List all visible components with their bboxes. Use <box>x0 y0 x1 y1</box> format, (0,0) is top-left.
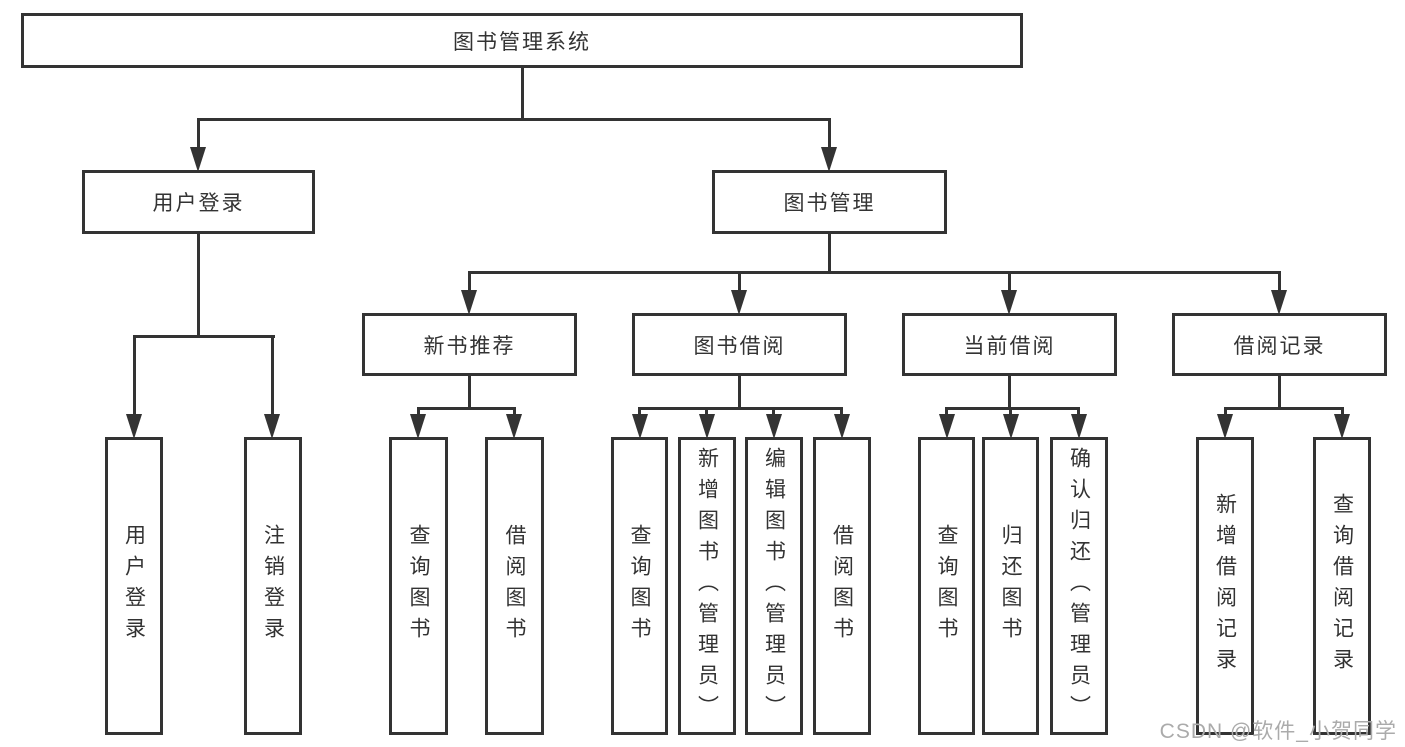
connector-line <box>133 335 275 338</box>
connector-line <box>197 118 831 121</box>
node-library-system: 图书管理系统 <box>21 13 1023 68</box>
arrow-down-icon <box>126 414 142 439</box>
connector-line <box>133 335 136 417</box>
connector-line <box>1224 407 1344 410</box>
node-book-management: 图书管理 <box>712 170 947 234</box>
connector-line <box>1341 407 1344 417</box>
arrow-down-icon <box>506 414 522 439</box>
connector-line <box>1224 407 1227 417</box>
leaf-records-add-record: 新增借阅记录 <box>1196 437 1254 735</box>
arrow-down-icon <box>1001 290 1017 315</box>
connector-line <box>468 376 471 407</box>
connector-line <box>828 234 831 271</box>
leaf-newbooks-query-books: 查询图书 <box>389 437 448 735</box>
arrow-down-icon <box>766 414 782 439</box>
connector-line <box>417 407 516 410</box>
connector-line <box>1278 271 1281 293</box>
connector-line <box>1077 407 1080 417</box>
csdn-watermark: CSDN @软件_小贺同学 <box>1159 720 1397 743</box>
node-user-login: 用户登录 <box>82 170 315 234</box>
leaf-logout: 注销登录 <box>244 437 302 735</box>
arrow-down-icon <box>1003 414 1019 439</box>
connector-line <box>705 407 708 417</box>
arrow-down-icon <box>1334 414 1350 439</box>
arrow-down-icon <box>632 414 648 439</box>
connector-line <box>468 271 1281 274</box>
connector-line <box>1009 407 1012 417</box>
connector-line <box>1008 271 1011 293</box>
connector-line <box>1008 376 1011 407</box>
connector-line <box>828 118 831 150</box>
arrow-down-icon <box>190 147 206 172</box>
leaf-borrow-query-books: 查询图书 <box>611 437 668 735</box>
arrow-down-icon <box>1271 290 1287 315</box>
connector-line <box>638 407 842 410</box>
connector-line <box>417 407 420 417</box>
arrow-down-icon <box>410 414 426 439</box>
arrow-down-icon <box>264 414 280 439</box>
connector-line <box>197 234 200 335</box>
arrow-down-icon <box>939 414 955 439</box>
connector-line <box>738 376 741 407</box>
node-new-book-recommend: 新书推荐 <box>362 313 577 376</box>
node-current-borrow: 当前借阅 <box>902 313 1117 376</box>
connector-line <box>197 118 200 150</box>
leaf-current-return-books: 归还图书 <box>982 437 1039 735</box>
leaf-borrow-add-books-admin: 新增图书（管理员） <box>678 437 736 735</box>
arrow-down-icon <box>1217 414 1233 439</box>
leaf-borrow-edit-books-admin: 编辑图书（管理员） <box>745 437 803 735</box>
arrow-down-icon <box>1071 414 1087 439</box>
connector-line <box>638 407 641 417</box>
connector-line <box>945 407 1080 410</box>
connector-line <box>468 271 471 293</box>
arrow-down-icon <box>834 414 850 439</box>
node-borrow-records: 借阅记录 <box>1172 313 1387 376</box>
arrow-down-icon <box>699 414 715 439</box>
leaf-user-login: 用户登录 <box>105 437 163 735</box>
connector-line <box>1278 376 1281 407</box>
connector-line <box>521 68 524 118</box>
connector-line <box>840 407 843 417</box>
leaf-current-query-books: 查询图书 <box>918 437 975 735</box>
arrow-down-icon <box>461 290 477 315</box>
leaf-newbooks-borrow-books: 借阅图书 <box>485 437 544 735</box>
connector-line <box>772 407 775 417</box>
leaf-records-query-record: 查询借阅记录 <box>1313 437 1371 735</box>
connector-line <box>513 407 516 417</box>
arrow-down-icon <box>821 147 837 172</box>
connector-line <box>738 271 741 293</box>
arrow-down-icon <box>731 290 747 315</box>
leaf-current-confirm-return-admin: 确认归还（管理员） <box>1050 437 1108 735</box>
connector-line <box>271 335 274 417</box>
node-book-borrow: 图书借阅 <box>632 313 847 376</box>
connector-line <box>945 407 948 417</box>
leaf-borrow-borrow-books: 借阅图书 <box>813 437 871 735</box>
